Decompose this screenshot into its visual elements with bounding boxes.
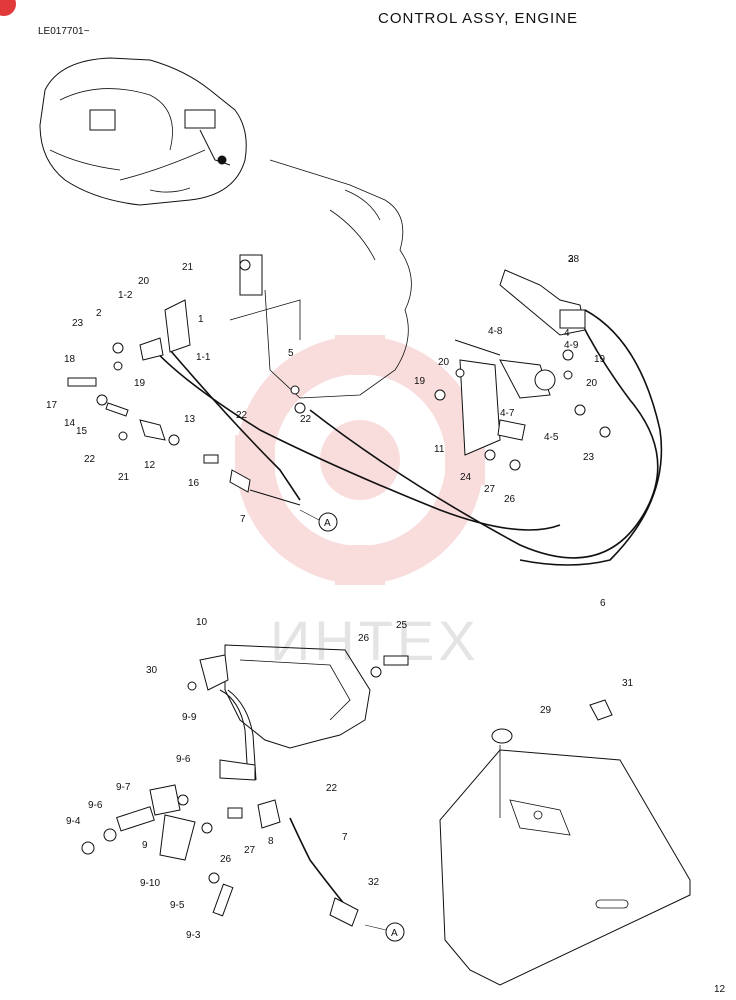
callout-label: 2 (96, 308, 102, 319)
callout-label: 26 (504, 494, 516, 505)
callout-label: 8 (268, 836, 274, 847)
callout-label: 30 (146, 665, 158, 676)
throttle-bracket-assembly (67, 254, 301, 506)
callout-label: 6 (600, 598, 606, 609)
ref-marker-a-top: A (299, 509, 338, 532)
callout-label: 7 (342, 832, 348, 843)
callout-label: 1 (198, 314, 204, 325)
callout-label: 9-6 (176, 754, 191, 765)
page-number: 12 (714, 984, 726, 995)
callout-label: 5 (288, 348, 294, 359)
callout-label: 15 (76, 426, 88, 437)
callout-label: 21 (182, 262, 194, 273)
engine-block (229, 159, 412, 399)
callout-label: 3 (568, 254, 574, 265)
callout-label: 1-1 (196, 352, 211, 363)
floor-plate (439, 699, 691, 986)
callout-label: 9-3 (186, 930, 201, 941)
callout-label: 9 (142, 840, 148, 851)
watermark-text: ИНТЕХ (270, 609, 480, 672)
callout-label: 23 (72, 318, 84, 329)
callout-label: 22 (84, 454, 96, 465)
callout-label: 26 (358, 633, 370, 644)
callout-label: 22 (236, 410, 248, 421)
callout-label: 9-9 (182, 712, 197, 723)
callout-label: 24 (460, 472, 472, 483)
callout-label: 28 (568, 254, 580, 265)
callout-label: 12 (144, 460, 156, 471)
ref-marker-a-bottom: A (364, 922, 405, 942)
callout-label: 29 (540, 705, 552, 716)
control-cables (149, 309, 663, 566)
callout-label: 13 (184, 414, 196, 425)
callout-label: 9-4 (66, 816, 81, 827)
callout-label: 22 (326, 783, 338, 794)
svg-text:A: A (391, 928, 398, 939)
callout-label: 1-2 (118, 290, 133, 301)
callout-label: 27 (484, 484, 496, 495)
callout-label: 22 (300, 414, 312, 425)
callout-label: 20 (438, 357, 450, 368)
callout-label: 31 (622, 678, 634, 689)
callout-label: 25 (396, 620, 408, 631)
callout-label: 16 (188, 478, 200, 489)
callout-label: 4-5 (544, 432, 559, 443)
callout-label: 9-6 (88, 800, 103, 811)
corner-badge-icon (0, 0, 16, 16)
callout-label: 27 (244, 845, 256, 856)
callout-label: 4 (564, 328, 570, 339)
callout-label: 26 (220, 854, 232, 865)
callout-label: 19 (594, 354, 606, 365)
callout-label: 14 (64, 418, 76, 429)
callout-label: 21 (118, 472, 130, 483)
callout-label: 4-7 (500, 408, 515, 419)
solenoid-assembly (290, 269, 611, 471)
callout-label: 18 (64, 354, 76, 365)
callout-label: 10 (196, 617, 208, 628)
callout-label: 20 (586, 378, 598, 389)
callout-label: 19 (134, 378, 146, 389)
callout-label: 32 (368, 877, 380, 888)
callout-label: 9-7 (116, 782, 131, 793)
callout-labels-upper: 344-84-94-74-55671111-11-221213141516171… (46, 254, 606, 609)
vehicle-overview (39, 57, 247, 206)
callout-label: 4-9 (564, 340, 579, 351)
callout-label: 17 (46, 400, 58, 411)
accelerator-pedal-assembly (81, 644, 409, 927)
callout-label: 4-8 (488, 326, 503, 337)
callout-labels-lower: 10 9-9 9-6 9-6 9-7 9-4 9 9-10 9-5 9-3 8 7 22 26 26 27 25… (66, 617, 634, 941)
svg-text:A: A (324, 518, 331, 529)
callout-label: 9-10 (140, 878, 160, 889)
callout-label: 19 (414, 376, 426, 387)
callout-label: 7 (240, 514, 246, 525)
callout-label: 9-5 (170, 900, 185, 911)
callout-label: 20 (138, 276, 150, 287)
diagram-title: CONTROL ASSY, ENGINE (378, 10, 579, 27)
serial-range: LE017701~ (38, 26, 90, 37)
callout-label: 11 (434, 444, 445, 455)
callout-label: 23 (583, 452, 595, 463)
